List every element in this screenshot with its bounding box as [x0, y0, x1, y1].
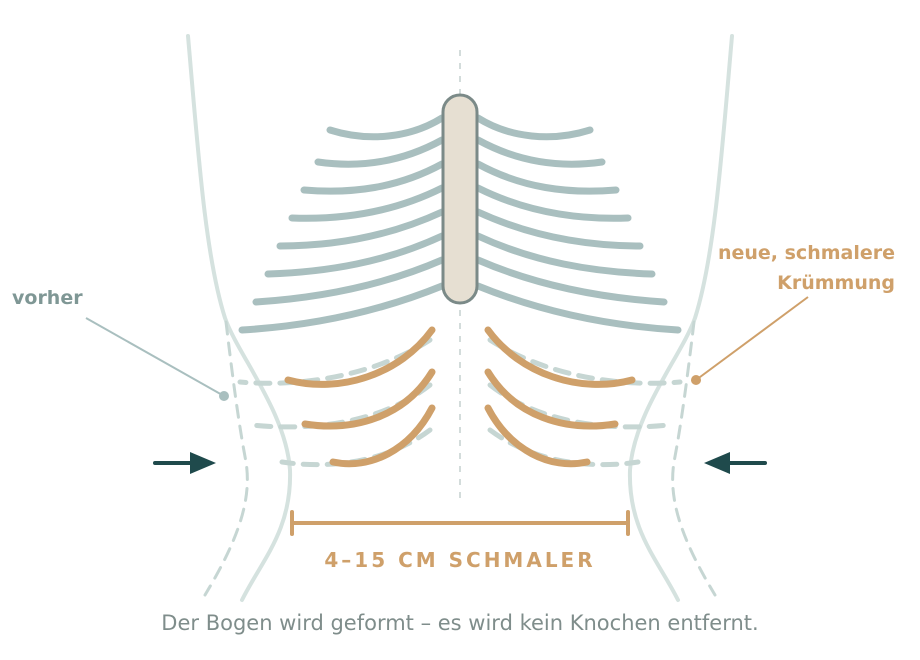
- arrow-left-icon: [704, 452, 767, 474]
- before-leader-dot: [219, 391, 229, 401]
- upper-ribs-left: [238, 114, 446, 334]
- rib-right-2: [474, 136, 606, 168]
- rib-right-7: [474, 256, 668, 306]
- measurement-bracket: [290, 510, 630, 536]
- body-outline-right: [627, 34, 734, 602]
- body-outline-left: [186, 34, 293, 602]
- new-rib-left-1: [284, 326, 436, 388]
- rib-left-3: [300, 160, 446, 195]
- new-rib-left-2: [301, 368, 436, 430]
- new-curve-leader-dot: [691, 375, 701, 385]
- measurement-label: 4–15 CM SCHMALER: [324, 548, 595, 572]
- before-leader-line: [85, 317, 225, 397]
- new-curve-label-line2: Krümmung: [777, 272, 895, 294]
- rib-left-2: [314, 136, 446, 168]
- rib-left-8: [238, 282, 446, 334]
- new-rib-left-3: [329, 404, 436, 468]
- rib-right-5: [474, 208, 644, 250]
- new-curve-leader-line: [695, 296, 809, 381]
- rib-left-7: [252, 256, 446, 306]
- new-curve-label-line1: neue, schmalere: [718, 242, 895, 264]
- sternum: [441, 93, 479, 305]
- rib-right-3: [474, 160, 620, 195]
- upper-ribs-right: [474, 114, 682, 334]
- rib-right-4: [474, 184, 632, 222]
- rib-left-5: [276, 208, 446, 250]
- new-rib-right-3: [484, 404, 591, 468]
- caption: Der Bogen wird geformt – es wird kein Kn…: [161, 611, 759, 635]
- new-rib-right-2: [484, 368, 619, 430]
- rib-right-8: [474, 282, 682, 334]
- new-rib-right-1: [484, 326, 636, 388]
- rib-right-6: [474, 232, 656, 278]
- previous-outline-right: [671, 320, 717, 597]
- rib-left-4: [288, 184, 446, 222]
- rib-left-6: [264, 232, 446, 278]
- rib-right-1: [474, 114, 594, 141]
- arrow-right-icon: [153, 452, 216, 474]
- rib-left-1: [326, 114, 446, 141]
- new-lower-ribs: [284, 326, 636, 468]
- before-label: vorher: [12, 287, 83, 309]
- previous-outline-left: [203, 320, 249, 597]
